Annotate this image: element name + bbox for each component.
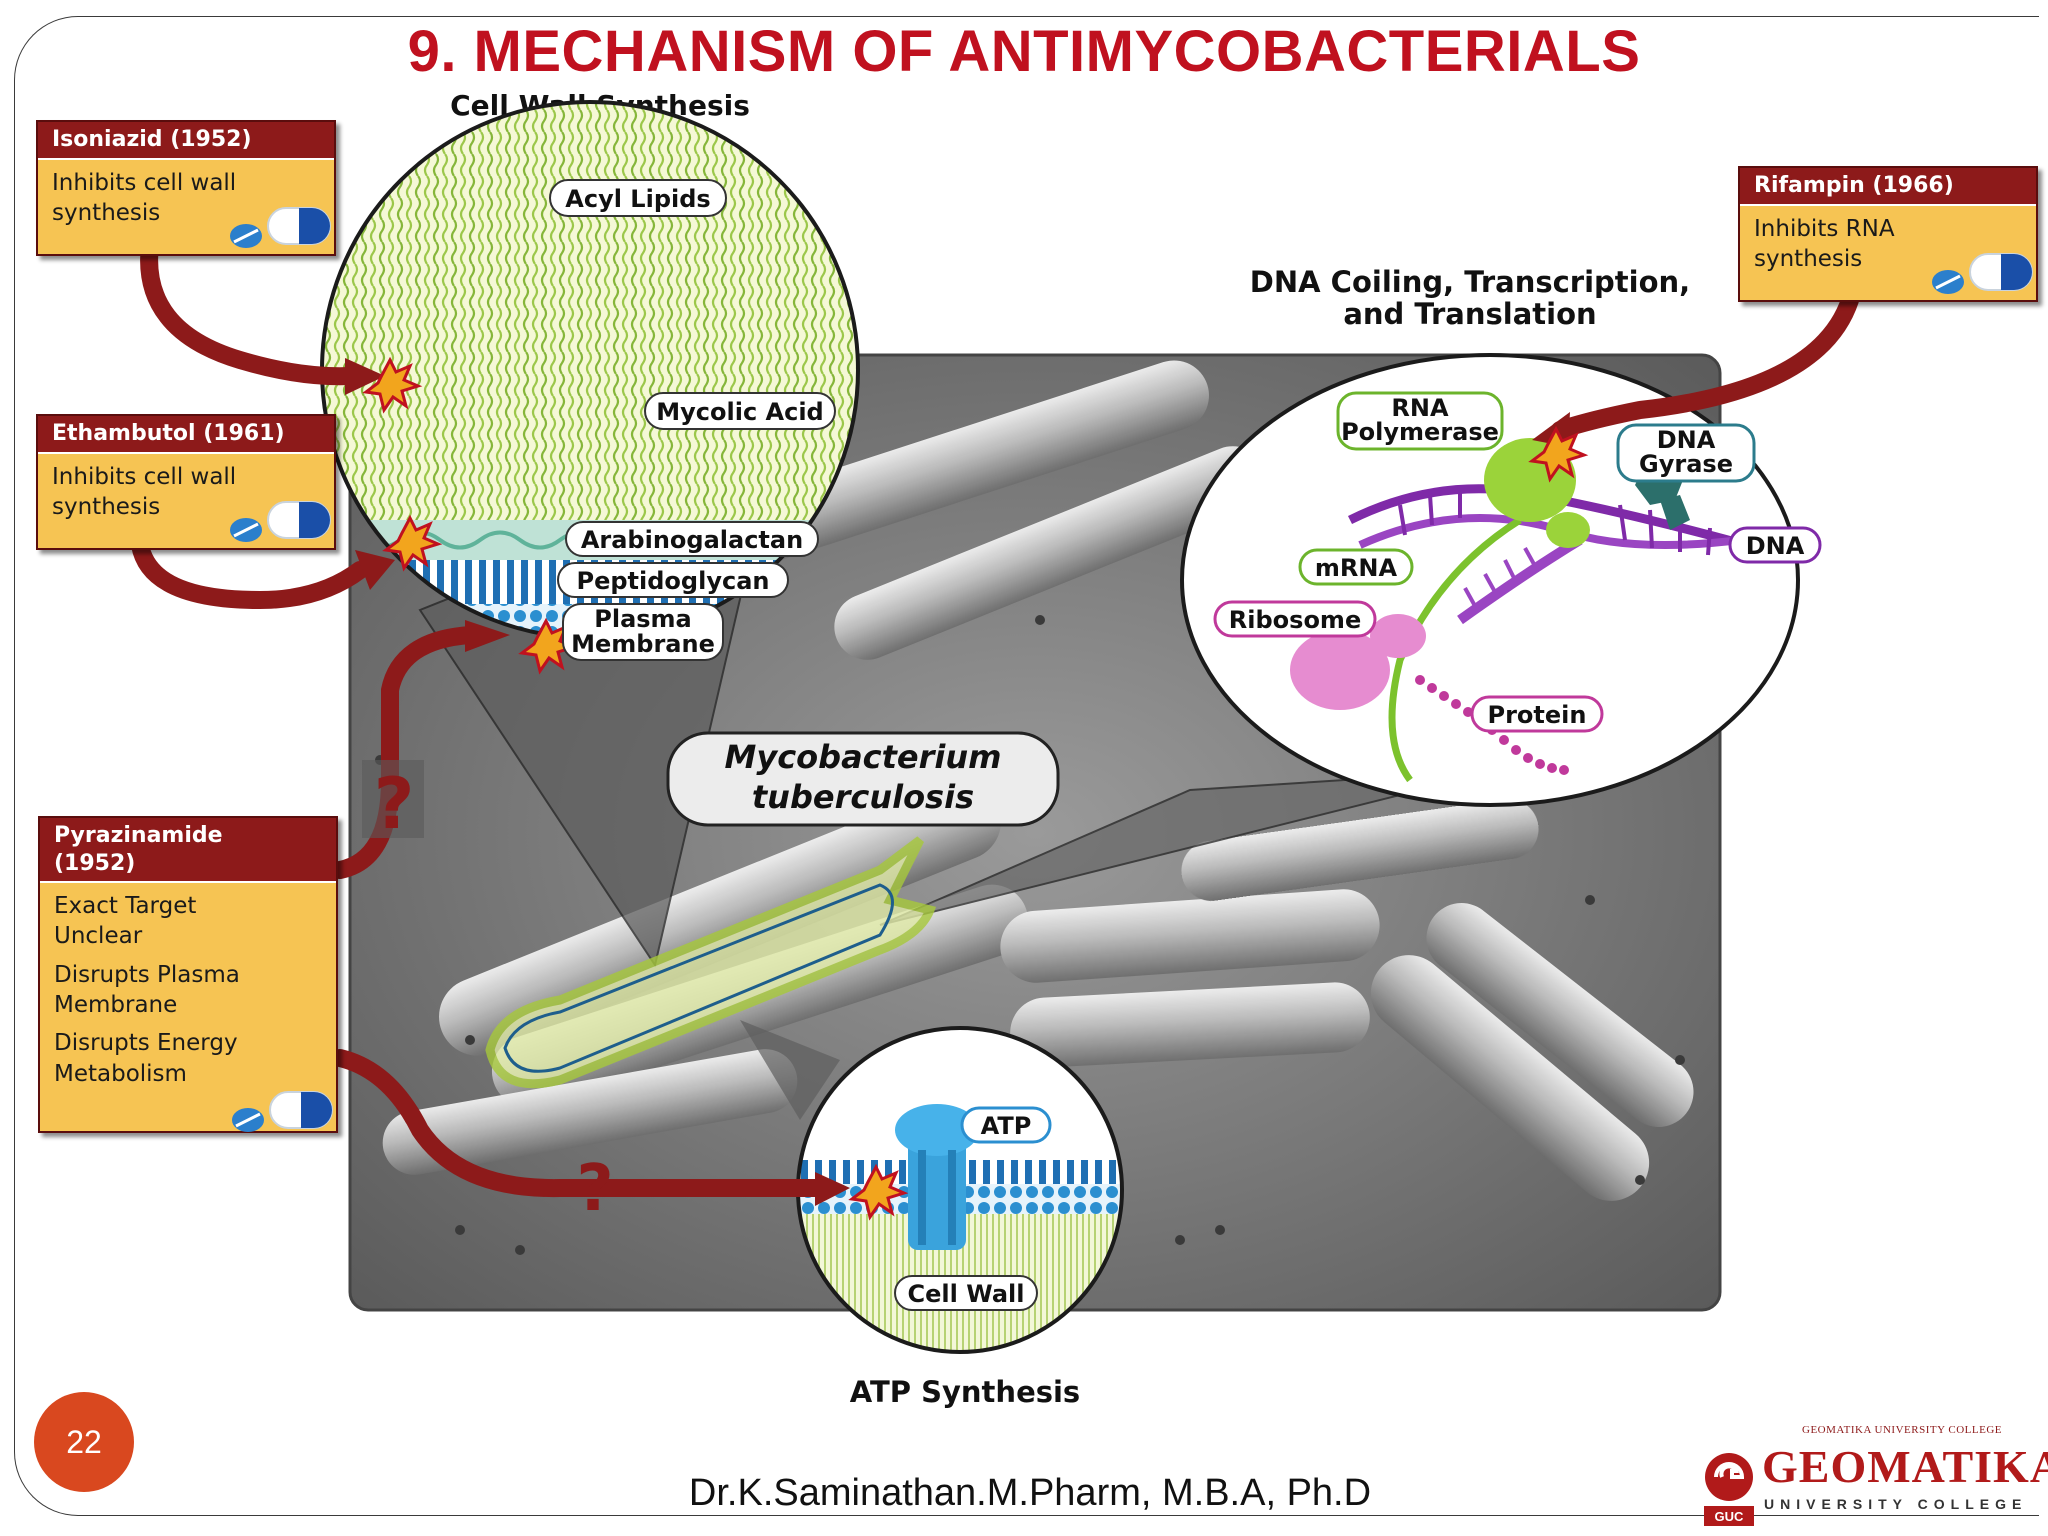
pill-icon <box>230 207 331 248</box>
drug-box-ethambutol: Ethambutol (1961) Inhibits cell wall syn… <box>36 414 336 550</box>
ethambutol-effect-line2: synthesis <box>52 493 161 520</box>
plasma-label-line2: Membrane <box>571 630 715 658</box>
rna-polymerase-line1: RNA <box>1391 394 1449 422</box>
ethambutol-effect-line1: Inhibits cell wall <box>52 463 237 490</box>
rna-polymerase-line2: Polymerase <box>1341 418 1499 446</box>
slide-title: 9. MECHANISM OF ANTIMYCOBACTERIALS <box>407 19 1641 84</box>
acyl-lipids-label: Acyl Lipids <box>565 185 710 213</box>
layer-labels: Acyl Lipids Mycolic Acid Arabinogalactan… <box>549 179 836 661</box>
ribosome-label: Ribosome <box>1229 606 1361 634</box>
organism-line1: Mycobacterium <box>725 738 1002 776</box>
logo-top-text: GEOMATIKA UNIVERSITY COLLEGE <box>1802 1424 2002 1436</box>
mrna-label: mRNA <box>1315 554 1398 582</box>
logo-subtitle: UNIVERSITY COLLEGE <box>1764 1496 2028 1512</box>
page-number-badge: 22 <box>34 1392 134 1492</box>
dna-label: DNA <box>1746 532 1805 560</box>
university-logo: GEOMATIKA UNIVERSITY COLLEGE GUC GEOMATI… <box>1698 1420 2048 1530</box>
atp-synthesis-heading: ATP Synthesis <box>849 1375 1081 1409</box>
dna-gyrase-line2: Gyrase <box>1639 450 1733 478</box>
peptidoglycan-label: Peptidoglycan <box>577 567 770 595</box>
slide-frame <box>14 16 2039 1516</box>
arabinogalactan-label: Arabinogalactan <box>581 526 803 554</box>
mycolic-acid-label: Mycolic Acid <box>656 398 823 426</box>
atp-label: ATP <box>981 1112 1032 1140</box>
question-mark-1: ? <box>374 763 415 845</box>
logo-emblem-icon: GUC <box>1704 1453 1754 1526</box>
drug-box-isoniazid: Isoniazid (1952) Inhibits cell wall synt… <box>36 120 336 256</box>
rifampin-effect-line1: Inhibits RNA <box>1754 215 1895 242</box>
ethambutol-name: Ethambutol (1961) <box>38 416 334 454</box>
isoniazid-name: Isoniazid (1952) <box>38 122 334 160</box>
dna-gyrase-line1: DNA <box>1657 426 1716 454</box>
pill-icon <box>230 501 331 542</box>
dna-heading: DNA Coiling, Transcription,and Translati… <box>1249 265 1691 332</box>
svg-text:GUC: GUC <box>1715 1509 1745 1524</box>
organism-line2: tuberculosis <box>752 778 974 816</box>
drug-box-rifampin: Rifampin (1966) Inhibits RNA synthesis <box>1738 166 2038 302</box>
logo-name: GEOMATIKA <box>1762 1441 2048 1492</box>
pyrazinamide-name-line1: Pyrazinamide <box>54 823 223 848</box>
question-mark-2: ? <box>576 1152 613 1226</box>
pill-icon <box>1932 253 2033 294</box>
author-credit: Dr.K.Saminathan.M.Pharm, M.B.A, Ph.D <box>688 1472 1372 1514</box>
isoniazid-effect-line1: Inhibits cell wall <box>52 169 237 196</box>
isoniazid-effect-line2: synthesis <box>52 199 161 226</box>
plasma-label-line1: Plasma <box>594 605 692 633</box>
dna-labels: RNA Polymerase DNA Gyrase DNA mRNA Ribos… <box>1213 391 1822 733</box>
pill-icon <box>232 1091 333 1132</box>
cell-wall-label: Cell Wall <box>908 1280 1025 1308</box>
rifampin-effect-line2: synthesis <box>1754 245 1863 272</box>
rifampin-name: Rifampin (1966) <box>1740 168 2036 206</box>
pyrazinamide-name-line2: (1952) <box>54 850 136 876</box>
protein-label: Protein <box>1488 701 1587 729</box>
